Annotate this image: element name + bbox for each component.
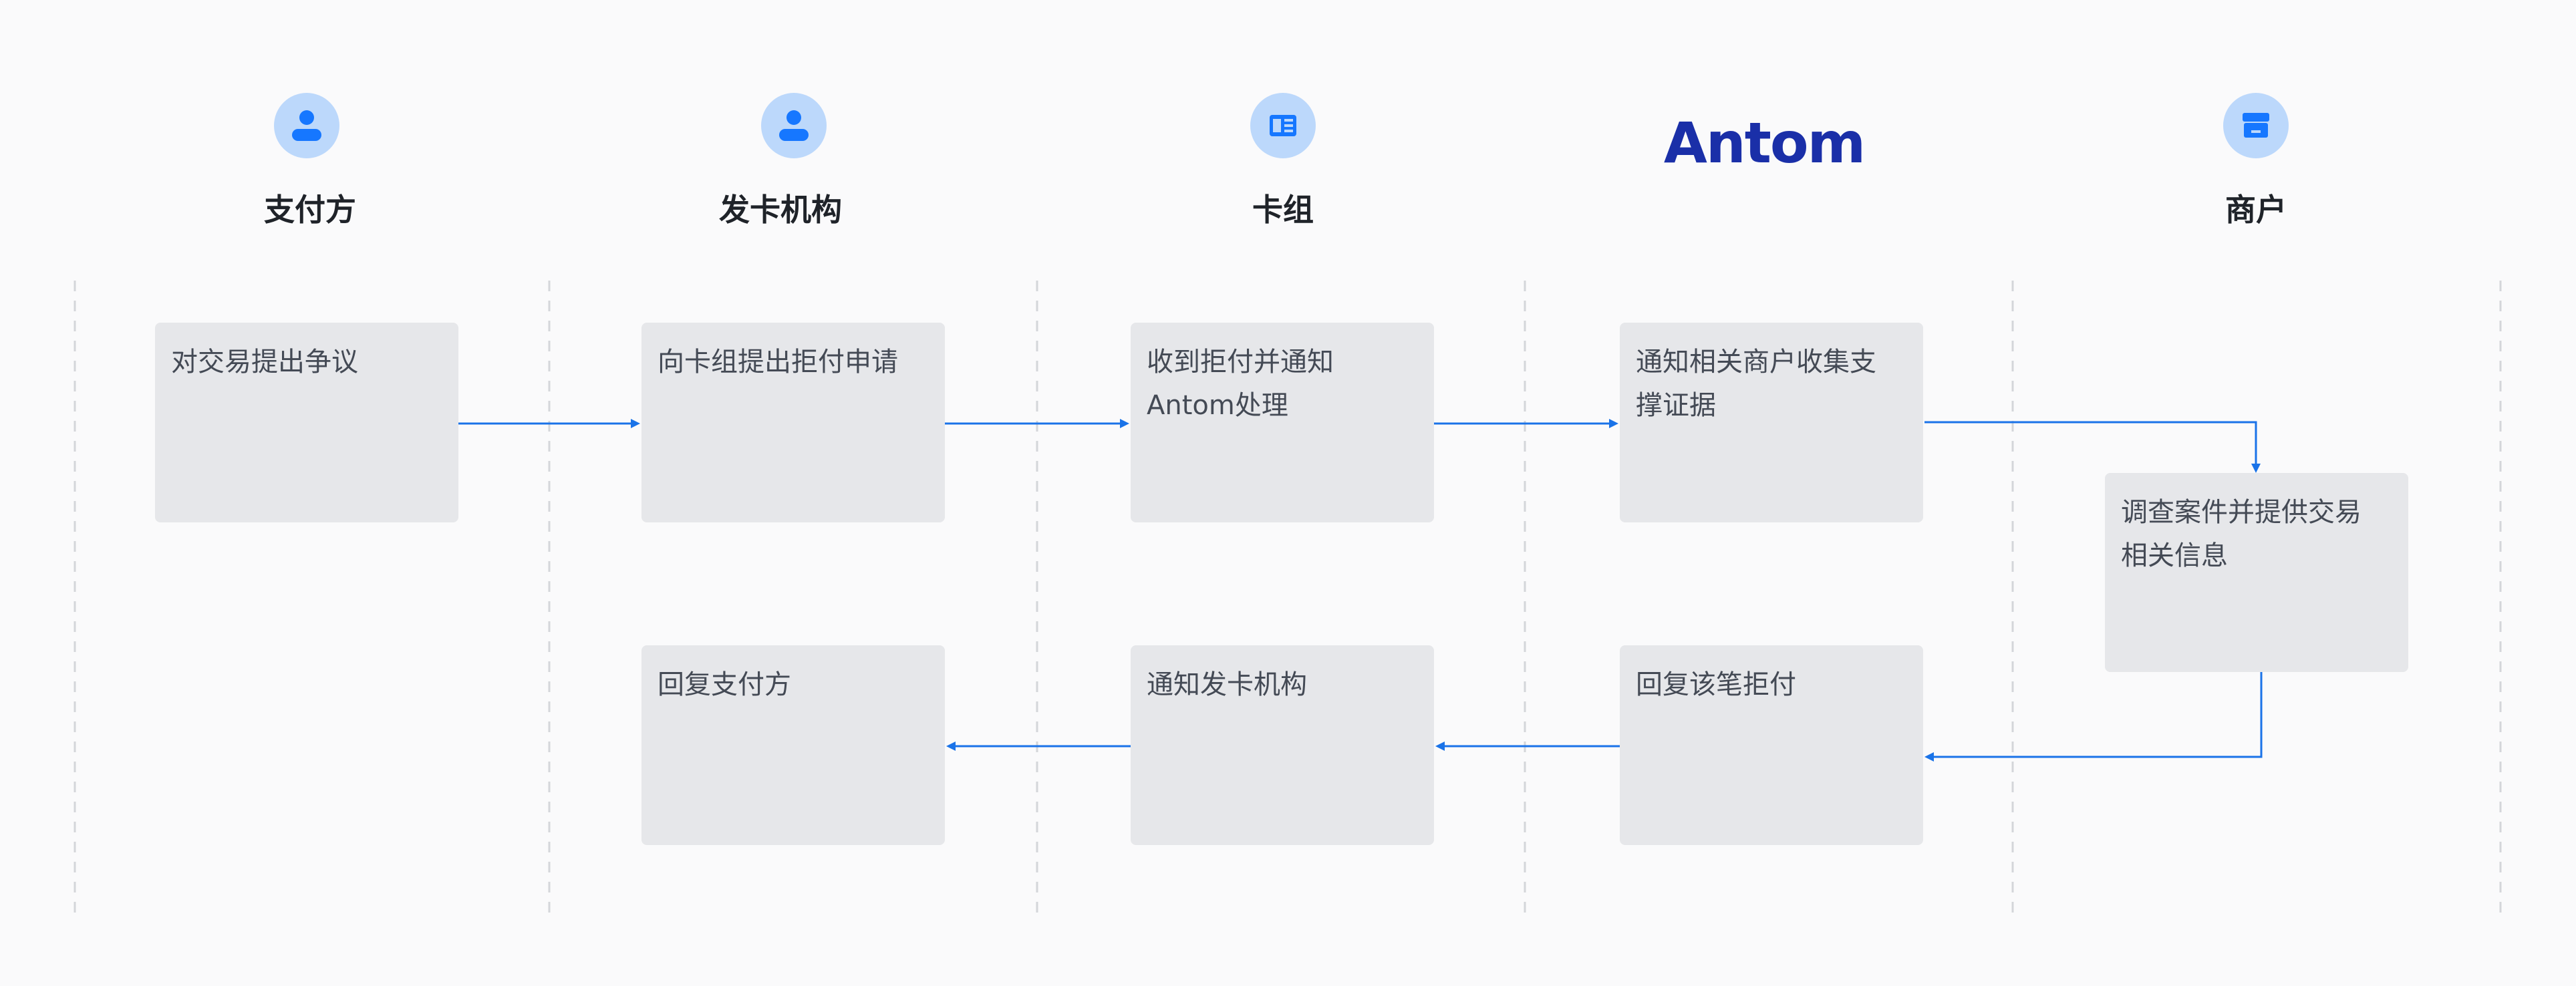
connector-s5-s6 xyxy=(1924,672,2263,762)
lane-title-card-network: 卡组 xyxy=(1252,192,1314,228)
step-text-line: Antom处理 xyxy=(1147,390,1288,421)
lane-header-issuer: 发卡机构 xyxy=(719,93,842,228)
connector-s6-s7 xyxy=(1435,742,1620,751)
step-card-network-notify-issuer: 通知发卡机构 xyxy=(1131,645,1434,845)
card-network-icon xyxy=(1250,93,1316,158)
step-antom-collect-evidence: 通知相关商户收集支 撑证据 xyxy=(1620,323,1923,522)
step-text-line: 回复支付方 xyxy=(658,669,791,700)
store-icon xyxy=(2223,93,2289,158)
step-text-line: 撑证据 xyxy=(1636,390,1716,421)
flow-connectors xyxy=(458,419,2263,762)
step-text-line: 调查案件并提供交易 xyxy=(2121,497,2362,528)
step-issuer-reply-payer: 回复支付方 xyxy=(641,645,945,845)
step-text-line: 向卡组提出拒付申请 xyxy=(658,347,898,377)
step-text-line: 对交易提出争议 xyxy=(171,347,358,377)
connector-s4-s5 xyxy=(1924,421,2261,473)
step-text-line: 通知发卡机构 xyxy=(1147,669,1307,700)
lane-header-antom: Antom xyxy=(1664,110,1866,176)
lane-header-card-network: 卡组 xyxy=(1250,93,1316,228)
step-text-line: 收到拒付并通知 xyxy=(1147,347,1334,377)
user-icon xyxy=(274,93,339,158)
connector-s7-s8 xyxy=(946,742,1131,751)
step-text-line: 相关信息 xyxy=(2121,540,2228,571)
lane-title-issuer: 发卡机构 xyxy=(719,192,842,228)
lane-header-payer: 支付方 xyxy=(264,93,356,228)
step-antom-reply: 回复该笔拒付 xyxy=(1620,645,1923,845)
step-payer-dispute: 对交易提出争议 xyxy=(155,323,458,522)
step-text-line: 通知相关商户收集支 xyxy=(1636,347,1876,377)
antom-logo: Antom xyxy=(1664,110,1864,176)
user-icon xyxy=(761,93,827,158)
lane-title-merchant: 商户 xyxy=(2225,192,2287,228)
connector-s2-s3 xyxy=(942,419,1129,428)
connector-s3-s4 xyxy=(1434,419,1618,428)
step-merchant-investigate: 调查案件并提供交易 相关信息 xyxy=(2105,473,2408,672)
lane-title-payer: 支付方 xyxy=(264,192,356,228)
step-card-network-notify: 收到拒付并通知 Antom处理 xyxy=(1131,323,1434,522)
step-issuer-chargeback-request: 向卡组提出拒付申请 xyxy=(641,323,945,522)
connector-s1-s2 xyxy=(458,419,640,428)
lane-dividers xyxy=(74,281,2502,922)
lane-header-merchant: 商户 xyxy=(2223,93,2289,228)
step-text-line: 回复该笔拒付 xyxy=(1636,669,1796,700)
